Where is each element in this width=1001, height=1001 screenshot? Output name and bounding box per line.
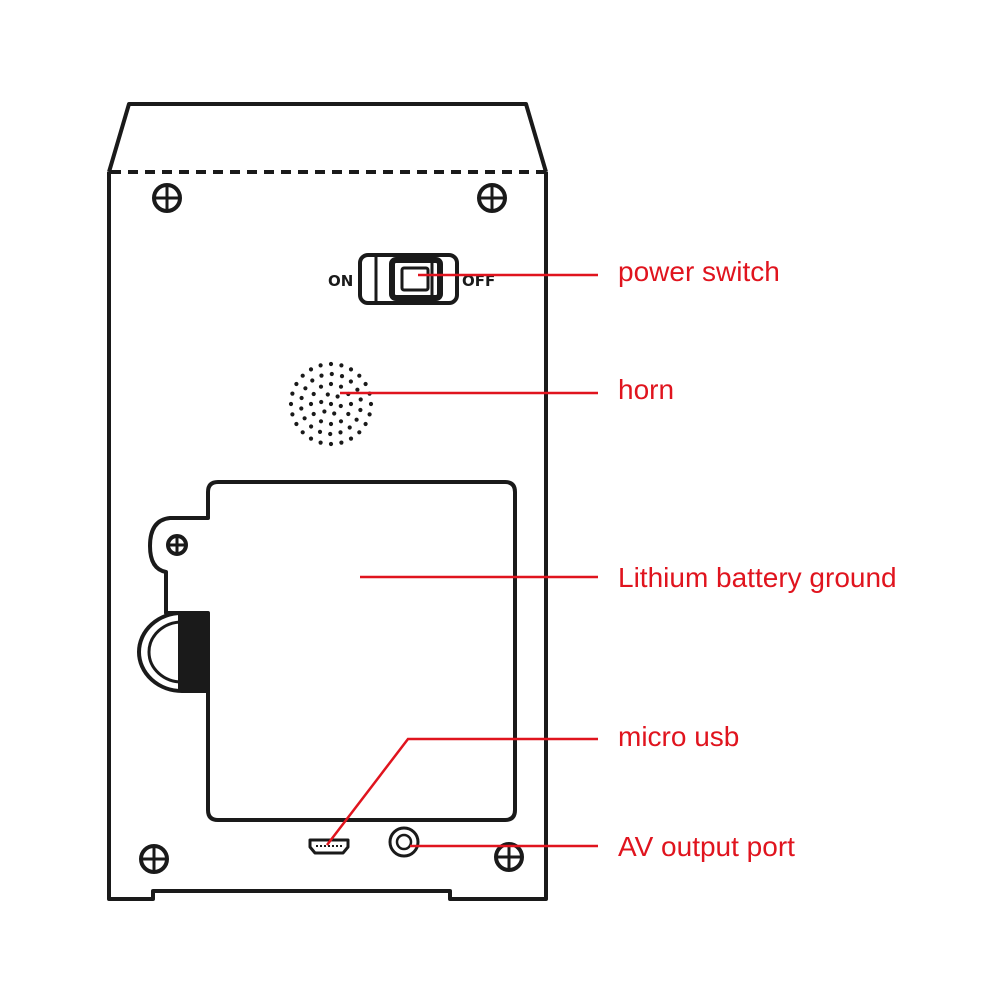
screw-icon <box>477 183 507 213</box>
speaker-hole <box>357 430 362 435</box>
speaker-hole <box>317 429 323 434</box>
callout-line-usb <box>326 737 598 846</box>
screw-icon <box>166 534 188 556</box>
speaker-hole <box>348 401 354 407</box>
speaker-hole <box>294 421 299 427</box>
speaker-hole <box>309 424 314 429</box>
speaker-hole <box>288 401 294 407</box>
speaker-hole <box>329 371 334 377</box>
speaker-hole <box>332 411 337 416</box>
speaker-hole <box>358 407 363 413</box>
speaker-hole <box>300 430 305 435</box>
speaker-hole <box>354 417 359 422</box>
speaker-hole <box>308 436 314 441</box>
speaker-hole <box>348 367 354 372</box>
speaker-hole <box>299 406 304 411</box>
speaker-hole <box>310 378 315 383</box>
label-battery: Lithium battery ground <box>618 562 897 593</box>
speaker-hole <box>363 381 368 387</box>
label-av-output-port: AV output port <box>618 831 795 862</box>
speaker-hole <box>319 399 324 405</box>
speaker-hole <box>328 381 334 387</box>
speaker-hole <box>348 436 354 441</box>
screw-icon <box>152 183 182 213</box>
speaker-hole <box>303 386 308 391</box>
speaker-grille <box>288 361 374 447</box>
speaker-hole <box>308 367 314 372</box>
speaker-hole <box>322 409 327 414</box>
switch-on-label: ON <box>328 272 353 290</box>
speaker-hole <box>357 373 362 378</box>
speaker-hole <box>355 387 360 392</box>
battery-latch <box>137 611 208 693</box>
speaker-hole <box>308 401 314 407</box>
av-output-port <box>388 826 420 858</box>
speaker-hole <box>328 441 334 447</box>
screw-icon <box>139 844 169 874</box>
speaker-hole <box>318 440 323 445</box>
screw-icon <box>494 842 524 872</box>
speaker-hole <box>358 397 363 402</box>
speaker-hole <box>363 421 368 427</box>
speaker-hole <box>299 395 304 401</box>
switch-off-label: OFF <box>462 272 495 290</box>
speaker-hole <box>347 425 352 430</box>
speaker-hole <box>338 419 344 424</box>
speaker-hole <box>335 394 340 399</box>
speaker-hole <box>290 391 295 396</box>
callout-lines <box>326 273 598 848</box>
speaker-hole <box>319 373 324 378</box>
label-horn: horn <box>618 374 675 405</box>
speaker-hole <box>302 416 307 421</box>
speaker-hole <box>290 412 295 417</box>
speaker-hole <box>325 392 330 397</box>
speaker-hole <box>328 401 334 407</box>
speaker-hole <box>311 391 316 397</box>
speaker-hole <box>318 419 324 424</box>
speaker-hole <box>300 373 305 378</box>
device-body: ON OFF <box>107 102 548 901</box>
speaker-hole <box>328 431 333 437</box>
speaker-hole <box>346 411 351 417</box>
speaker-hole <box>339 374 345 379</box>
speaker-hole <box>338 430 343 435</box>
speaker-hole <box>348 379 353 384</box>
speaker-hole <box>294 381 299 387</box>
speaker-hole <box>318 384 324 389</box>
speaker-hole <box>318 363 323 368</box>
speaker-hole <box>328 421 334 427</box>
speaker-hole <box>368 401 374 407</box>
speaker-hole <box>328 361 334 367</box>
device-lid <box>107 102 548 173</box>
speaker-hole <box>339 440 344 445</box>
speaker-hole <box>338 403 343 409</box>
label-micro-usb: micro usb <box>618 721 740 752</box>
device-outline <box>107 172 548 901</box>
power-switch <box>358 253 459 305</box>
speaker-hole <box>367 412 372 417</box>
micro-usb-port <box>308 838 350 855</box>
speaker-hole <box>339 363 344 368</box>
label-power-switch: power switch <box>618 256 780 287</box>
speaker-hole <box>338 384 344 389</box>
speaker-hole <box>311 411 316 417</box>
